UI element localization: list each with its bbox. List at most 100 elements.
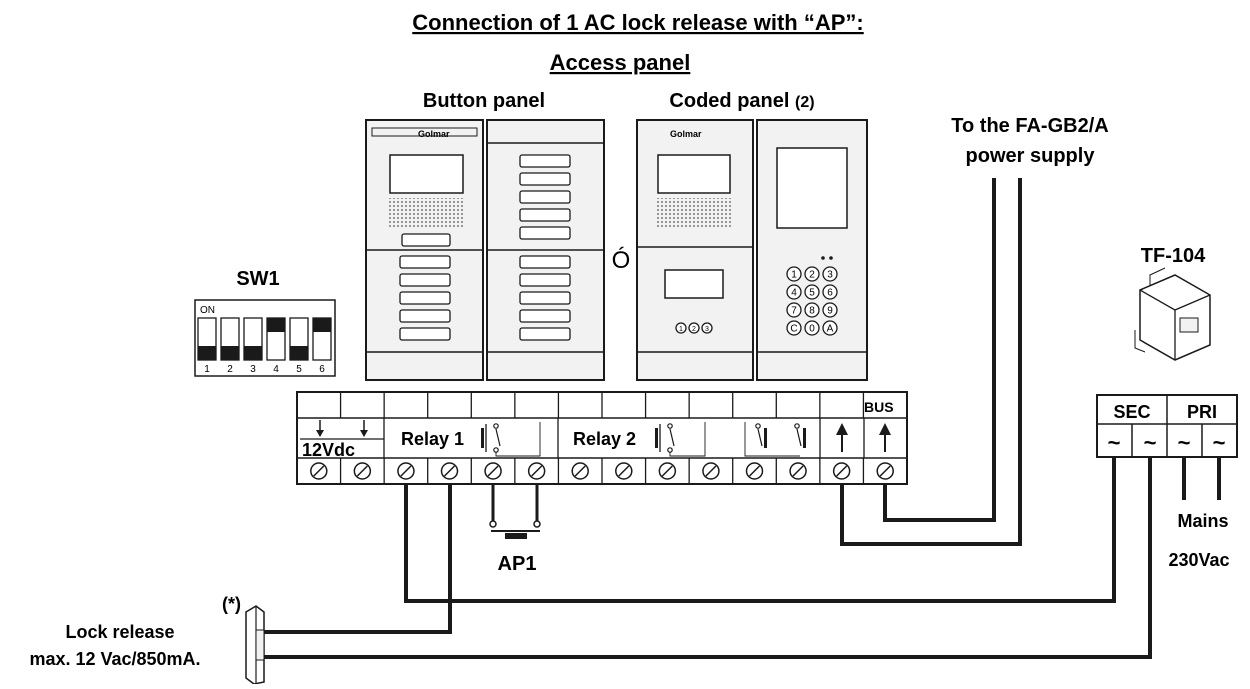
power-supply-label-line2: power supply xyxy=(966,145,1096,167)
keypad-key-7: 7 xyxy=(786,302,802,318)
wire-bus2-to-power xyxy=(883,178,996,522)
label-bus: BUS xyxy=(864,399,894,415)
svg-text:3: 3 xyxy=(705,326,709,333)
mains-label-line2: 230Vac xyxy=(1168,550,1229,570)
speaker-grille xyxy=(388,198,464,228)
svg-text:1: 1 xyxy=(791,270,797,281)
terminal-screw xyxy=(658,462,677,480)
sw1-housing xyxy=(194,299,336,377)
call-buttons-right xyxy=(519,154,571,341)
dip-switch-number: 2 xyxy=(227,364,233,375)
lock-release-label-line2: max. 12 Vac/850mA. xyxy=(29,649,200,669)
terminal-screw xyxy=(832,462,851,480)
svg-text:3: 3 xyxy=(827,270,833,281)
dip-switch-1: 1 xyxy=(197,317,217,375)
dip-switch-number: 4 xyxy=(273,364,279,375)
terminal-screw xyxy=(484,462,502,480)
wire-relay1-to-lock xyxy=(264,484,452,634)
ac-terminal-symbol: ~ xyxy=(1178,430,1191,455)
keypad-key-8: 8 xyxy=(804,302,820,318)
label-relay1: Relay 1 xyxy=(401,429,464,449)
keypad-key-A: A xyxy=(822,320,838,336)
terminal-screw xyxy=(789,462,807,480)
power-supply-label-line1: To the FA-GB2/A xyxy=(951,115,1108,137)
sw1-on-label: ON xyxy=(200,305,215,316)
screen xyxy=(657,154,731,194)
relay2-symbol xyxy=(655,422,806,457)
terminal-screw xyxy=(397,462,415,480)
button-panel-label: Button panel xyxy=(423,90,545,112)
or-label: Ó xyxy=(612,247,631,274)
brand-logo: Golmar xyxy=(670,129,702,139)
keypad-key-C: C xyxy=(786,320,802,336)
svg-text:8: 8 xyxy=(809,306,815,317)
transformer-icon xyxy=(1134,267,1211,361)
status-indicators: 1 2 3 xyxy=(675,322,713,334)
svg-text:9: 9 xyxy=(827,306,833,317)
dip-switch-5: 5 xyxy=(289,317,309,375)
display xyxy=(664,269,724,299)
terminal-screw xyxy=(310,462,328,480)
keypad-key-0: 0 xyxy=(804,320,820,336)
call-buttons-left xyxy=(399,255,451,341)
terminal-screw xyxy=(571,462,589,480)
svg-text:2: 2 xyxy=(692,326,696,333)
dip-switch-4: 4 xyxy=(266,317,286,375)
sw1-label: SW1 xyxy=(236,268,279,290)
keypad-key-6: 6 xyxy=(822,284,838,300)
dip-switch-number: 6 xyxy=(319,364,325,375)
svg-text:C: C xyxy=(790,324,797,335)
speaker-grille xyxy=(656,198,732,228)
lock-note-marker: (*) xyxy=(222,594,241,614)
button-panel: Golmar xyxy=(365,119,605,381)
ac-terminal-symbol: ~ xyxy=(1108,430,1121,455)
svg-text:5: 5 xyxy=(809,288,815,299)
pri-label: PRI xyxy=(1187,402,1217,422)
wire-bus1-to-power xyxy=(840,178,1022,546)
coded-panel-label: Coded panel (2) xyxy=(669,90,814,112)
ap1-label: AP1 xyxy=(498,553,537,575)
transformer-label: TF-104 xyxy=(1141,245,1206,267)
svg-text:6: 6 xyxy=(827,288,833,299)
sec-label: SEC xyxy=(1113,402,1150,422)
lock-release-icon xyxy=(245,605,265,685)
wire-relay1-to-sec xyxy=(404,457,1116,603)
mains-label-line1: Mains xyxy=(1177,511,1228,531)
svg-text:0: 0 xyxy=(809,324,815,335)
keypad-key-9: 9 xyxy=(822,302,838,318)
terminal-block: 12Vdc Relay 1 Relay 2 xyxy=(296,391,908,485)
terminal-screw xyxy=(615,462,633,480)
label-12vdc: 12Vdc xyxy=(302,440,355,460)
terminal-screw xyxy=(440,462,459,480)
ap1-push-button xyxy=(489,484,541,539)
svg-text:7: 7 xyxy=(791,306,797,317)
terminal-screw xyxy=(527,462,546,480)
terminal-screw xyxy=(353,462,372,480)
dip-switch-2: 2 xyxy=(220,317,240,375)
terminal-screw xyxy=(702,462,720,480)
keypad-key-5: 5 xyxy=(804,284,820,300)
keypad-key-3: 3 xyxy=(822,266,838,282)
lock-release-label-line1: Lock release xyxy=(65,622,174,642)
keypad-key-1: 1 xyxy=(786,266,802,282)
diagram-subtitle: Access panel xyxy=(550,50,691,75)
diagram-title: Connection of 1 AC lock release with “AP… xyxy=(412,10,863,35)
brand-logo: Golmar xyxy=(418,129,450,139)
svg-text:A: A xyxy=(827,324,834,335)
transformer-terminals: SEC PRI ~ ~ ~ ~ xyxy=(1096,394,1238,458)
label-relay2: Relay 2 xyxy=(573,429,636,449)
screen xyxy=(389,154,464,194)
wires xyxy=(264,178,1221,659)
ac-terminal-symbol: ~ xyxy=(1144,430,1157,455)
dip-switch-3: 3 xyxy=(243,317,263,375)
terminal-screws xyxy=(310,462,894,480)
svg-text:1: 1 xyxy=(679,326,683,333)
keypad-display xyxy=(776,147,848,229)
ac-terminal-symbol: ~ xyxy=(1213,430,1226,455)
